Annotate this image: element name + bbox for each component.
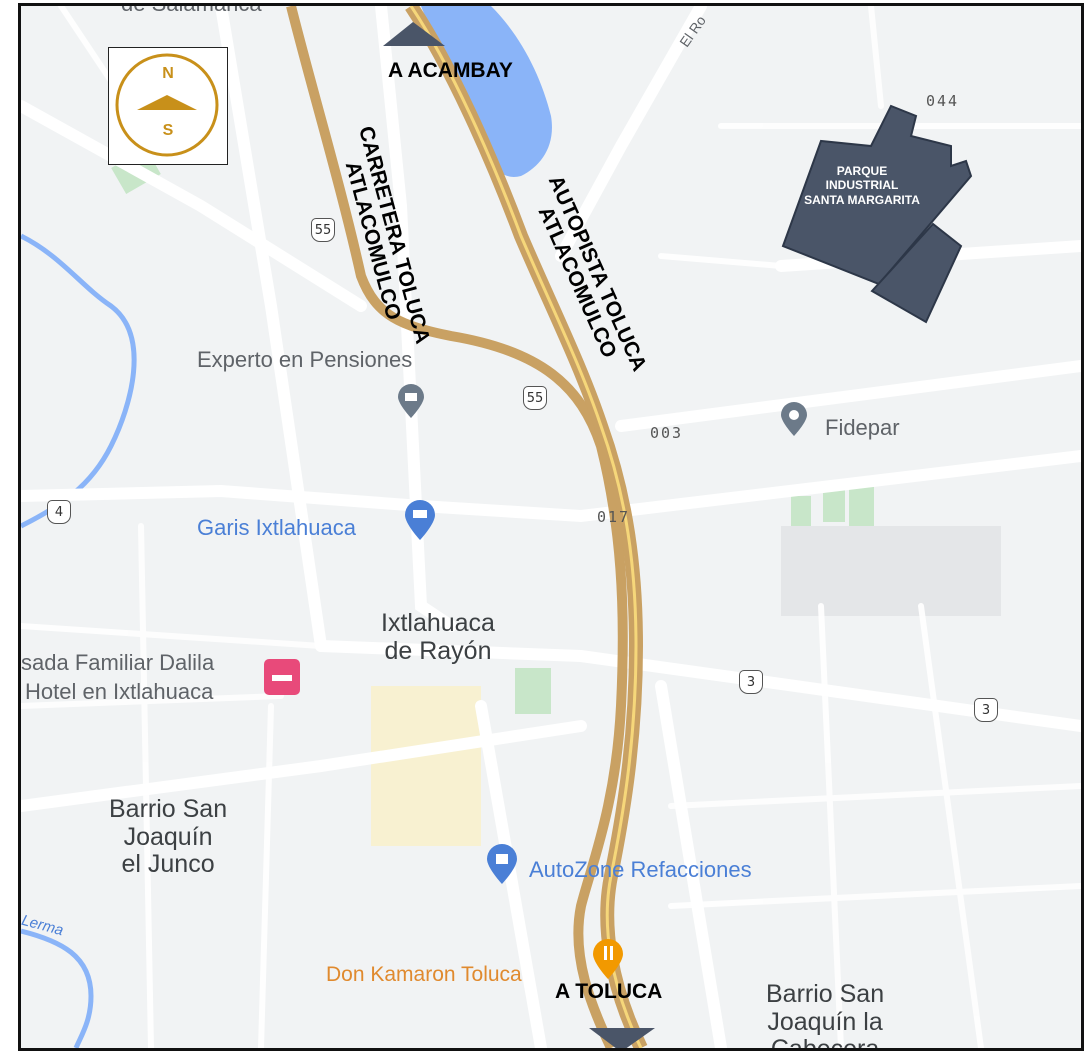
place-label-experto[interactable]: Experto en Pensiones (197, 347, 413, 372)
green-area (791, 496, 811, 531)
location-pin-icon[interactable] (781, 402, 807, 436)
place-label-posada[interactable]: sada Familiar Dalila (21, 650, 215, 675)
route-shield-3: 3 (739, 670, 763, 694)
reservoir-water (421, 6, 552, 177)
place-label-barrio-cabecera: Barrio San Joaquín la Cabecera (766, 980, 885, 1051)
route-shield-55: 55 (523, 386, 547, 410)
river-bottom-left (21, 928, 94, 1048)
downtown-area (371, 686, 481, 846)
place-label-fidepar[interactable]: Fidepar (825, 415, 900, 440)
road-number-label: 003 (650, 424, 684, 442)
green-area (823, 484, 845, 522)
industrial-park-block-a (781, 104, 973, 286)
compass-north-label: N (162, 65, 174, 82)
hotel-icon[interactable] (264, 659, 300, 695)
place-label-hotel[interactable]: Hotel en Ixtlahuaca (25, 679, 214, 704)
place-label-kamaron[interactable]: Don Kamaron Toluca (326, 963, 522, 986)
industrial-park-label: PARQUE INDUSTRIAL SANTA MARGARITA (804, 164, 920, 207)
compass-rose: N S (108, 47, 228, 165)
restaurant-pin-icon[interactable] (593, 939, 623, 979)
map-canvas[interactable]: N S A ACAMBAY A TOLUCA CARRETERA TOLUCA … (18, 3, 1084, 1051)
road-number-label: 017 (597, 508, 631, 526)
compass-south-label: S (162, 122, 174, 139)
map-base-layer (21, 6, 1081, 1048)
route-shield-4: 4 (47, 500, 71, 524)
route-shield-3: 3 (974, 698, 998, 722)
industrial-park-block-b (870, 222, 963, 324)
place-label-autozone[interactable]: AutoZone Refacciones (529, 857, 752, 882)
urban-block (781, 526, 1001, 616)
museum-pin-icon[interactable] (398, 384, 424, 418)
green-area (515, 668, 551, 714)
south-direction-label: A TOLUCA (555, 980, 663, 1003)
road-number-label: 044 (926, 92, 960, 110)
north-direction-label: A ACAMBAY (388, 59, 513, 82)
place-label-garis[interactable]: Garis Ixtlahuaca (197, 515, 356, 540)
north-arrow-triangle (383, 22, 445, 46)
shopping-bag-pin-icon[interactable] (487, 844, 517, 884)
place-label-ixtlahuaca: Ixtlahuaca de Rayón (381, 609, 495, 665)
green-area (849, 482, 874, 530)
south-arrow-triangle (589, 1028, 655, 1048)
place-label-top-fragment: de Salamanca (121, 3, 262, 16)
route-autopista-core (409, 6, 643, 1048)
place-label-barrio-junco: Barrio San Joaquín el Junco (109, 795, 228, 878)
compass-icon (115, 53, 219, 157)
river-left (21, 233, 137, 529)
route-shield-55: 55 (311, 218, 335, 242)
shopping-cart-pin-icon[interactable] (405, 500, 435, 540)
